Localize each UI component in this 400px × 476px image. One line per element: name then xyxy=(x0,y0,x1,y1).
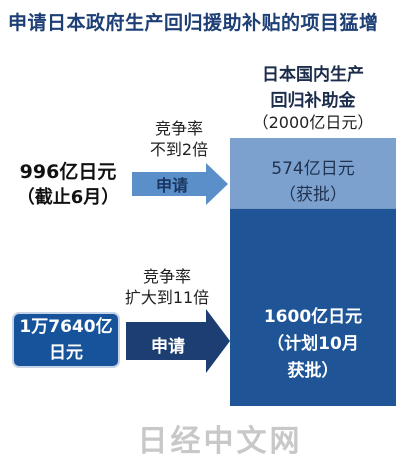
subsidy-label: 日本国内生产 回归补助金 xyxy=(230,62,396,114)
subsidy-label-line1: 日本国内生产 xyxy=(262,65,364,85)
second-apply-label: 申请 xyxy=(151,337,185,357)
watermark: 日经中文网 xyxy=(137,424,303,459)
second-request-line2: 日元 xyxy=(49,343,83,363)
planned-note-line2: 获批） xyxy=(287,361,339,381)
first-request-amount: 996亿日元 xyxy=(19,161,117,183)
second-competition-line2: 扩大到11倍 xyxy=(124,288,210,307)
second-request-line1: 1万7640亿 xyxy=(19,317,113,337)
approved-note: （获批） xyxy=(279,185,347,205)
planned-amount: 1600亿日元 xyxy=(263,307,363,327)
first-competition-line1: 竞争率 xyxy=(154,119,203,138)
bar-segment-planned xyxy=(230,208,396,406)
first-request-note: （截止6月） xyxy=(16,187,120,208)
approved-segment-label: 574亿日元 （获批） xyxy=(230,156,396,208)
bar-segment-approved xyxy=(230,138,396,209)
page-title: 申请日本政府生产回归援助补贴的项目猛增 xyxy=(8,12,379,34)
apply-arrow-2 xyxy=(126,309,230,373)
subsidy-amount: （2000亿日元） xyxy=(252,113,374,132)
apply-arrow-1 xyxy=(132,163,228,205)
second-competition-line1: 竞争率 xyxy=(142,267,191,286)
approved-amount: 574亿日元 xyxy=(271,159,355,179)
first-apply-label: 申请 xyxy=(155,176,188,195)
first-competition-rate: 竞争率 不到2倍 xyxy=(124,118,234,160)
second-competition-rate: 竞争率 扩大到11倍 xyxy=(102,266,232,308)
planned-segment-label: 1600亿日元 （计划10月 获批） xyxy=(230,304,396,385)
first-competition-line2: 不到2倍 xyxy=(149,140,209,159)
second-request-amount: 1万7640亿 日元 xyxy=(12,314,120,366)
subsidy-label-line2: 回归补助金 xyxy=(270,91,356,111)
planned-note-line1: （计划10月 xyxy=(267,334,359,354)
second-request-box xyxy=(12,312,120,368)
